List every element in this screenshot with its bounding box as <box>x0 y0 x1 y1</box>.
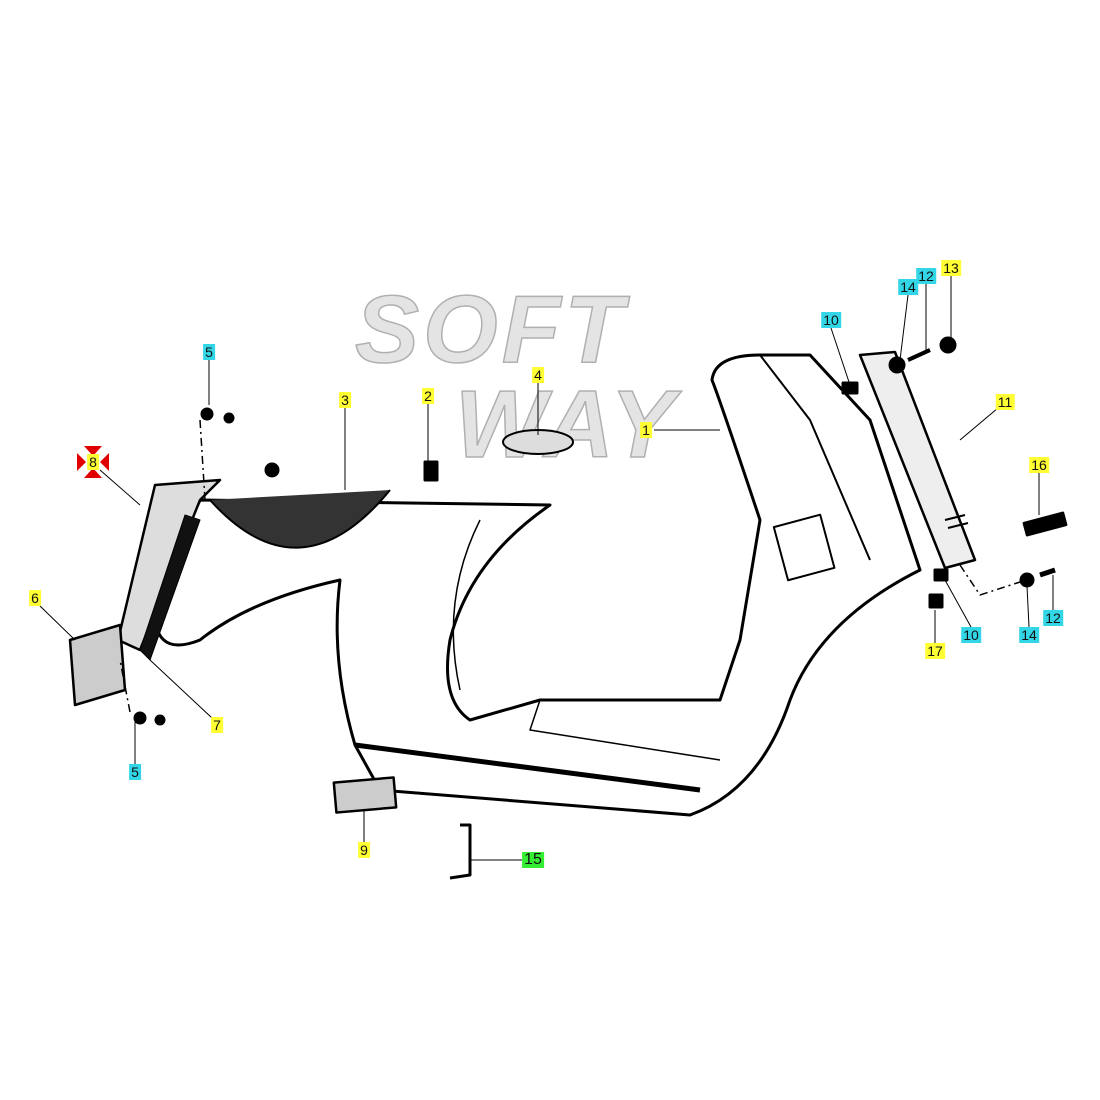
callout-10-bottom[interactable]: 10 <box>961 627 981 643</box>
callout-8[interactable]: 8 <box>87 454 99 470</box>
callout-10-top[interactable]: 10 <box>821 312 841 328</box>
callout-5-bottom[interactable]: 5 <box>129 764 141 780</box>
callout-12-bottom[interactable]: 12 <box>1043 610 1063 626</box>
callout-15[interactable]: 15 <box>522 851 544 868</box>
callout-11[interactable]: 11 <box>995 394 1015 410</box>
callout-16[interactable]: 16 <box>1029 457 1049 473</box>
watermark-soft: SOFT <box>354 276 627 383</box>
callout-17[interactable]: 17 <box>925 643 945 659</box>
callout-13[interactable]: 13 <box>941 260 961 276</box>
frame-body <box>153 353 922 817</box>
callout-5-top[interactable]: 5 <box>203 344 215 360</box>
callout-9[interactable]: 9 <box>358 842 370 858</box>
watermark-way: WAY <box>454 371 679 478</box>
callout-1[interactable]: 1 <box>640 422 652 438</box>
callout-14-bottom[interactable]: 14 <box>1019 627 1039 643</box>
callout-12-top[interactable]: 12 <box>916 268 936 284</box>
callout-2[interactable]: 2 <box>422 388 434 404</box>
highlight-arrows-icon <box>77 446 109 478</box>
callout-4[interactable]: 4 <box>532 367 544 383</box>
callout-6[interactable]: 6 <box>29 590 41 606</box>
callout-14-top[interactable]: 14 <box>898 279 918 295</box>
callout-7[interactable]: 7 <box>211 717 223 733</box>
callout-3[interactable]: 3 <box>339 392 351 408</box>
